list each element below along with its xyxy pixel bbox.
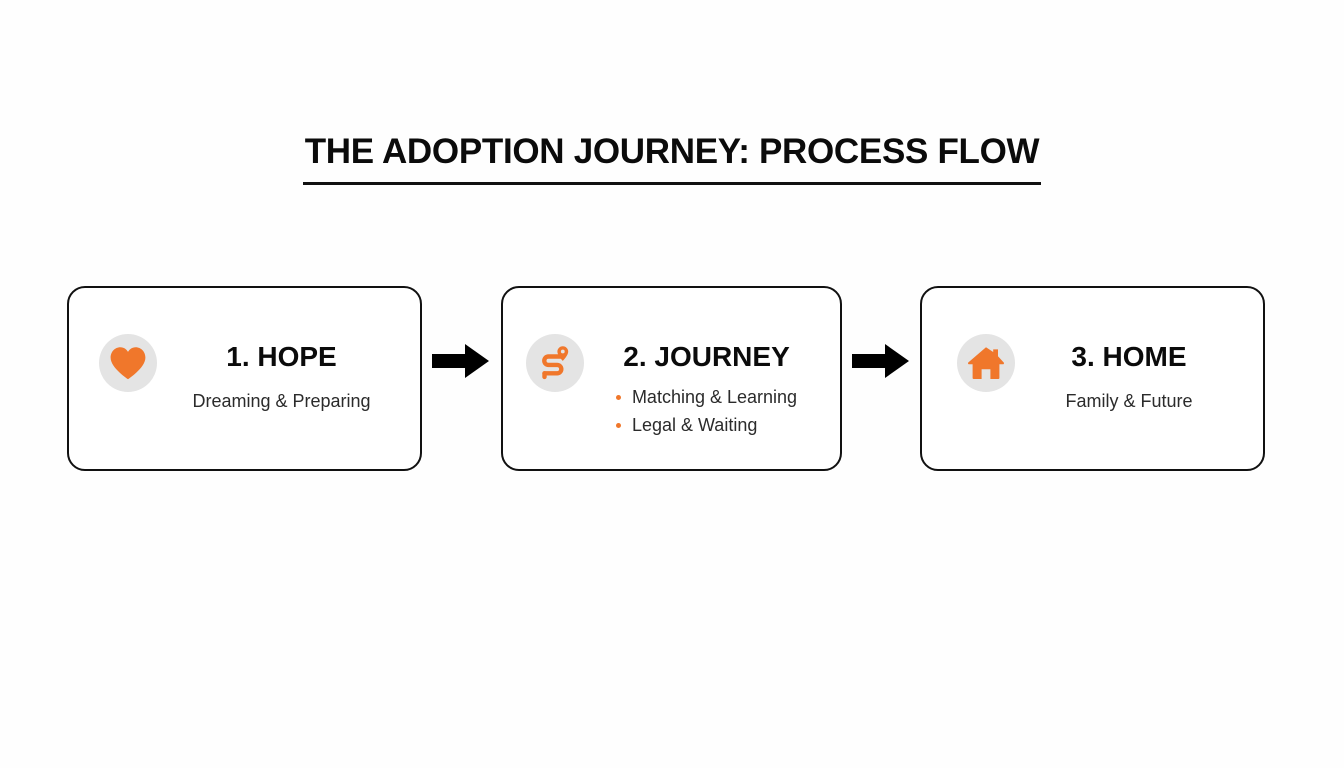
- flow-step-bullet: Legal & Waiting: [615, 411, 797, 439]
- route-pin-icon-badge: [525, 334, 584, 392]
- flow-step-text-journey: 2. JOURNEY Matching & Learning Legal & W…: [584, 288, 840, 439]
- heart-icon: [110, 347, 146, 380]
- house-icon-badge: [957, 334, 1015, 392]
- connector-arrow-1: [422, 286, 501, 471]
- flow-step-bullet-list: Matching & Learning Legal & Waiting: [615, 383, 797, 439]
- house-icon: [967, 347, 1005, 379]
- flow-step-card-hope[interactable]: 1. HOPE Dreaming & Preparing: [67, 286, 422, 471]
- flow-step-card-journey[interactable]: 2. JOURNEY Matching & Learning Legal & W…: [500, 286, 842, 471]
- route-pin-icon: [541, 346, 568, 380]
- heart-icon-badge: [99, 334, 157, 392]
- flow-step-bullet: Matching & Learning: [615, 383, 797, 411]
- flow-step-title: 1. HOPE: [226, 341, 337, 372]
- arrow-right-icon: [432, 344, 490, 378]
- flow-step-text-home: 3. HOME Family & Future: [1015, 288, 1263, 413]
- flow-step-text-hope: 1. HOPE Dreaming & Preparing: [157, 288, 420, 413]
- process-flow-row: 1. HOPE Dreaming & Preparing 2. JOURNEY …: [67, 286, 1265, 471]
- flow-step-card-home[interactable]: 3. HOME Family & Future: [920, 286, 1265, 471]
- flow-step-title: 2. JOURNEY: [623, 341, 790, 372]
- arrow-right-icon: [851, 344, 909, 378]
- title-block: THE ADOPTION JOURNEY: PROCESS FLOW: [0, 130, 1344, 185]
- flow-step-subtitle: Dreaming & Preparing: [192, 391, 371, 411]
- page-title: THE ADOPTION JOURNEY: PROCESS FLOW: [304, 132, 1040, 171]
- flow-step-subtitle: Family & Future: [1065, 391, 1193, 411]
- flow-step-title: 3. HOME: [1071, 341, 1187, 372]
- connector-arrow-2: [842, 286, 921, 471]
- title-underline-rule: [303, 182, 1041, 185]
